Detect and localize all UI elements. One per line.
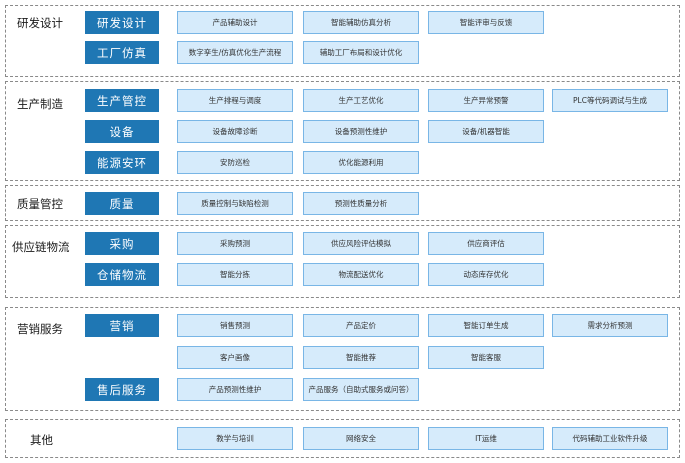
category-mfg-energy: 能源安环 <box>85 151 159 174</box>
item-supply-storage-3: 动态库存优化 <box>428 263 544 286</box>
item-quality-2: 预测性质量分析 <box>303 192 419 215</box>
item-sales-after-2: 产品服务（自助式服务或问答） <box>303 378 419 401</box>
item-supply-storage-1: 智能分拣 <box>177 263 293 286</box>
item-mfg-equip-2: 设备预测性维护 <box>303 120 419 143</box>
item-mfg-control-1: 生产排程与调度 <box>177 89 293 112</box>
item-sales-marketing-2: 产品定价 <box>303 314 419 337</box>
item-sales-after-1: 产品预测性维护 <box>177 378 293 401</box>
item-other-3: IT运维 <box>428 427 544 450</box>
item-rd-design-2: 智能辅助仿真分析 <box>303 11 419 34</box>
item-rd-design-1: 产品辅助设计 <box>177 11 293 34</box>
item-mfg-control-2: 生产工艺优化 <box>303 89 419 112</box>
section-label-other: 其他 <box>30 433 53 447</box>
item-mfg-equip-1: 设备故障诊断 <box>177 120 293 143</box>
item-sales-marketing-3: 智能订单生成 <box>428 314 544 337</box>
item-sales-marketing-4: 需求分析预测 <box>552 314 668 337</box>
section-label-rd: 研发设计 <box>17 16 63 30</box>
item-other-4: 代码辅助工业软件升级 <box>552 427 668 450</box>
item-rd-sim-1: 数字孪生/仿真优化生产流程 <box>177 41 293 64</box>
item-mfg-control-3: 生产异常预警 <box>428 89 544 112</box>
item-supply-purchase-1: 采购预测 <box>177 232 293 255</box>
category-rd-design: 研发设计 <box>85 11 159 34</box>
item-quality-1: 质量控制与缺陷检测 <box>177 192 293 215</box>
item-mfg-control-4: PLC等代码调试与生成 <box>552 89 668 112</box>
section-label-supply: 供应链物流 <box>12 240 70 254</box>
section-label-sales: 营销服务 <box>17 322 63 336</box>
item-mfg-energy-1: 安防巡检 <box>177 151 293 174</box>
item-rd-design-3: 智能评审与反馈 <box>428 11 544 34</box>
category-supply-storage: 仓储物流 <box>85 263 159 286</box>
category-rd-sim: 工厂仿真 <box>85 41 159 64</box>
section-label-quality: 质量管控 <box>17 197 63 211</box>
category-quality: 质量 <box>85 192 159 215</box>
item-rd-sim-2: 辅助工厂布局和设计优化 <box>303 41 419 64</box>
item-supply-purchase-2: 供应风险评估模拟 <box>303 232 419 255</box>
item-sales-marketing-1: 销售预测 <box>177 314 293 337</box>
category-mfg-equip: 设备 <box>85 120 159 143</box>
item-sales-marketing-7: 智能客服 <box>428 346 544 369</box>
section-label-mfg: 生产制造 <box>17 97 63 111</box>
item-supply-purchase-3: 供应商评估 <box>428 232 544 255</box>
category-sales-marketing: 营销 <box>85 314 159 337</box>
item-other-1: 教学与培训 <box>177 427 293 450</box>
item-other-2: 网络安全 <box>303 427 419 450</box>
category-supply-purchase: 采购 <box>85 232 159 255</box>
item-sales-marketing-5: 客户画像 <box>177 346 293 369</box>
category-sales-after: 售后服务 <box>85 378 159 401</box>
category-mfg-control: 生产管控 <box>85 89 159 112</box>
item-supply-storage-2: 物流配送优化 <box>303 263 419 286</box>
item-mfg-energy-2: 优化能源利用 <box>303 151 419 174</box>
item-mfg-equip-3: 设备/机器智能 <box>428 120 544 143</box>
item-sales-marketing-6: 智能推荐 <box>303 346 419 369</box>
